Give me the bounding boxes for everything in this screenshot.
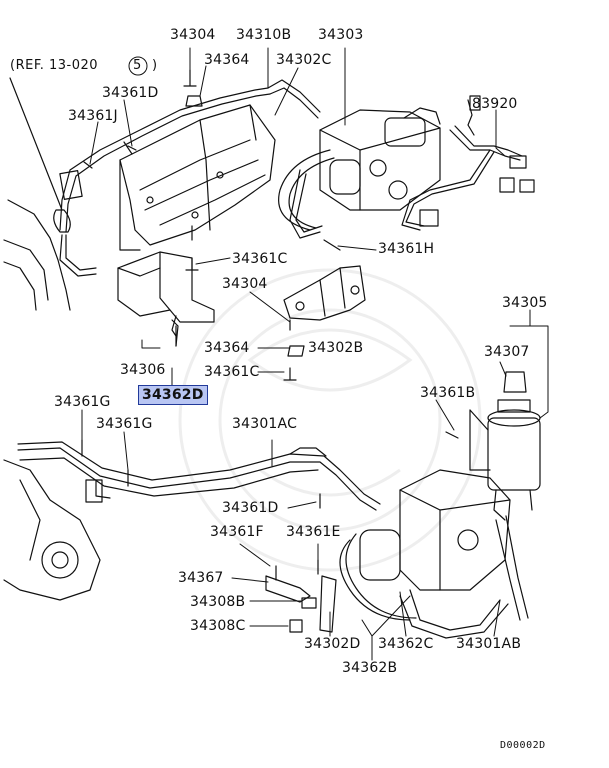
part-label-34305[interactable]: 34305 bbox=[502, 295, 548, 311]
reference-label: (REF. 13-020 bbox=[10, 58, 98, 74]
part-label-34302B[interactable]: 34302B bbox=[308, 340, 364, 356]
part-label-34362D-highlighted[interactable]: 34362D bbox=[138, 385, 208, 405]
transmission bbox=[3, 459, 101, 601]
part-label-34361B[interactable]: 34361B bbox=[420, 385, 476, 401]
left-hose-assembly bbox=[9, 77, 271, 277]
reference-close: ) bbox=[152, 58, 158, 73]
lower-actuator bbox=[339, 469, 529, 639]
leader-lines bbox=[81, 47, 549, 661]
upper-actuator bbox=[278, 107, 441, 239]
watermark bbox=[178, 268, 482, 572]
part-label-34362B[interactable]: 34362B bbox=[342, 660, 398, 676]
reservoir bbox=[469, 371, 541, 521]
part-label-34304-mid[interactable]: 34304 bbox=[222, 276, 268, 292]
part-label-83920[interactable]: 83920 bbox=[472, 96, 518, 112]
part-label-34308B[interactable]: 34308B bbox=[190, 594, 246, 610]
harness bbox=[401, 95, 535, 231]
ref-leader bbox=[9, 77, 63, 211]
part-label-34367[interactable]: 34367 bbox=[178, 570, 224, 586]
body-outline bbox=[3, 199, 71, 311]
diagram-code: D00002D bbox=[500, 740, 546, 751]
part-label-34361D-top[interactable]: 34361D bbox=[102, 85, 159, 101]
ref-index-circle bbox=[128, 56, 148, 76]
bracket-34302B bbox=[283, 265, 366, 321]
part-label-34302C[interactable]: 34302C bbox=[276, 52, 332, 68]
part-label-34307[interactable]: 34307 bbox=[484, 344, 530, 360]
part-label-34361G-b[interactable]: 34361G bbox=[96, 416, 153, 432]
part-label-34310B[interactable]: 34310B bbox=[236, 27, 292, 43]
part-label-34303[interactable]: 34303 bbox=[318, 27, 364, 43]
reference-index: 5 bbox=[133, 58, 142, 73]
main-bracket bbox=[119, 79, 321, 251]
reference-text: (REF. 13-020 bbox=[10, 58, 99, 73]
part-label-34308C[interactable]: 34308C bbox=[190, 618, 246, 634]
part-label-34361E[interactable]: 34361E bbox=[286, 524, 341, 540]
part-label-34361G-a[interactable]: 34361G bbox=[54, 394, 111, 410]
part-label-34362C[interactable]: 34362C bbox=[378, 636, 434, 652]
part-label-34304-top[interactable]: 34304 bbox=[170, 27, 216, 43]
part-label-34361C-top[interactable]: 34361C bbox=[232, 251, 288, 267]
part-label-34361D-mid[interactable]: 34361D bbox=[222, 500, 279, 516]
part-label-34361F[interactable]: 34361F bbox=[210, 524, 264, 540]
lower-left-bracket bbox=[117, 251, 215, 347]
bolts bbox=[81, 69, 459, 581]
part-label-34301AB[interactable]: 34301AB bbox=[456, 636, 522, 652]
part-label-34302D[interactable]: 34302D bbox=[304, 636, 361, 652]
main-lower-hose bbox=[17, 441, 381, 511]
small-brackets bbox=[265, 575, 337, 633]
part-label-34301AC[interactable]: 34301AC bbox=[232, 416, 298, 432]
part-label-34364-top[interactable]: 34364 bbox=[204, 52, 250, 68]
part-label-34306[interactable]: 34306 bbox=[120, 362, 166, 378]
part-label-34361C-mid[interactable]: 34361C bbox=[204, 364, 260, 380]
part-label-34364-mid[interactable]: 34364 bbox=[204, 340, 250, 356]
part-label-34361H[interactable]: 34361H bbox=[378, 241, 435, 257]
part-label-34361J[interactable]: 34361J bbox=[68, 108, 118, 124]
